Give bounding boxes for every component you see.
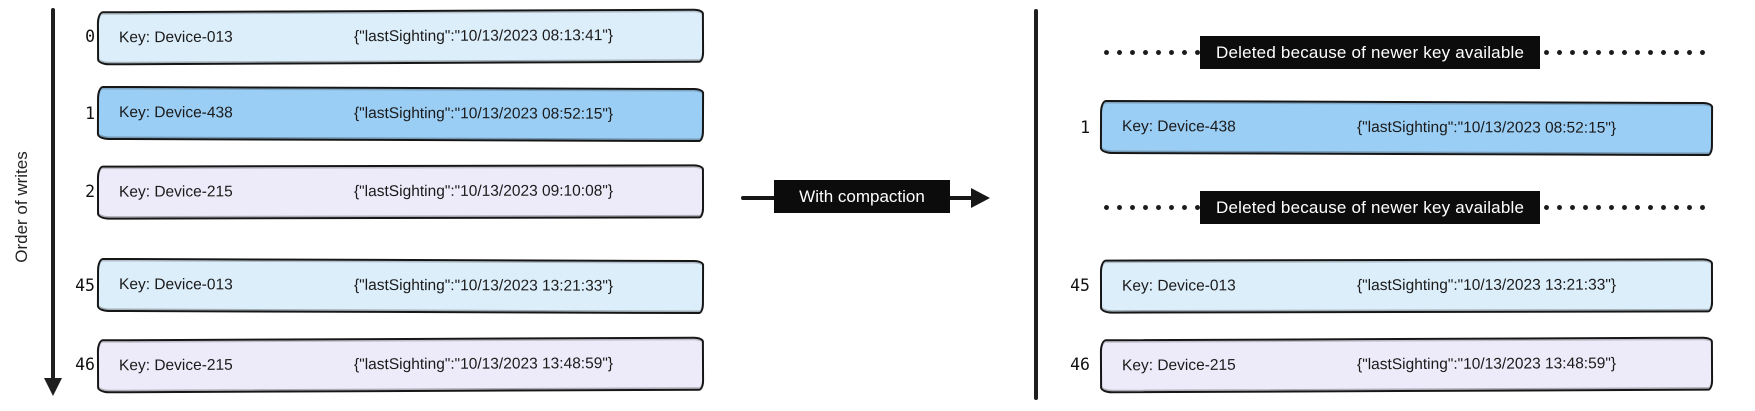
record-value: {"lastSighting":"10/13/2023 13:21:33"} [353, 276, 614, 295]
record-key: Key: Device-215 [118, 183, 233, 201]
record-key: Key: Device-013 [118, 276, 233, 294]
record-value: {"lastSighting":"10/13/2023 13:48:59"} [1356, 355, 1617, 374]
record-key: Key: Device-215 [118, 356, 233, 375]
record-index: 0 [85, 27, 95, 46]
record-key: Key: Device-438 [1121, 118, 1236, 136]
compacted-axis-line [1034, 9, 1038, 400]
log-record-row: Key: Device-013 {"lastSighting":"10/13/2… [96, 257, 705, 315]
record-value: {"lastSighting":"10/13/2023 08:52:15"} [353, 104, 614, 123]
record-key: Key: Device-215 [1121, 356, 1236, 375]
log-record-row: Key: Device-215 {"lastSighting":"10/13/2… [1099, 336, 1714, 394]
record-index: 2 [85, 182, 95, 201]
record-index: 45 [75, 276, 95, 295]
record-key: Key: Device-013 [118, 28, 233, 47]
record-index: 46 [75, 355, 95, 374]
record-index: 1 [1080, 118, 1090, 137]
order-axis-arrowhead-icon [44, 378, 62, 396]
log-record-row: Key: Device-013 {"lastSighting":"10/13/2… [1099, 258, 1714, 314]
record-value: {"lastSighting":"10/13/2023 08:52:15"} [1356, 118, 1617, 137]
compaction-arrowhead-icon [971, 188, 990, 208]
dotted-line-left [1100, 50, 1200, 55]
record-index: 45 [1070, 276, 1090, 295]
record-value: {"lastSighting":"10/13/2023 08:13:41"} [353, 27, 614, 46]
deleted-notice: Deleted because of newer key available [1100, 191, 1710, 224]
deleted-notice: Deleted because of newer key available [1100, 36, 1710, 69]
deleted-notice-label: Deleted because of newer key available [1200, 36, 1541, 69]
order-of-writes-label: Order of writes [12, 151, 31, 263]
order-axis-line [51, 8, 55, 380]
dotted-line-right [1540, 205, 1710, 210]
dotted-line-right [1540, 50, 1710, 55]
log-record-row: Key: Device-013 {"lastSighting":"10/13/2… [96, 8, 705, 66]
record-key: Key: Device-013 [1121, 277, 1236, 295]
log-record-row: Key: Device-215 {"lastSighting":"10/13/2… [96, 164, 705, 220]
log-record-row: Key: Device-438 {"lastSighting":"10/13/2… [1099, 99, 1714, 157]
record-value: {"lastSighting":"10/13/2023 13:21:33"} [1356, 276, 1617, 295]
dotted-line-left [1100, 205, 1200, 210]
log-record-row: Key: Device-215 {"lastSighting":"10/13/2… [96, 336, 705, 394]
record-index: 1 [85, 104, 95, 123]
record-key: Key: Device-438 [118, 104, 233, 122]
record-index: 46 [1070, 355, 1090, 374]
record-value: {"lastSighting":"10/13/2023 09:10:08"} [353, 182, 614, 201]
deleted-notice-label: Deleted because of newer key available [1200, 191, 1541, 224]
record-value: {"lastSighting":"10/13/2023 13:48:59"} [353, 355, 614, 374]
log-record-row: Key: Device-438 {"lastSighting":"10/13/2… [96, 85, 705, 143]
compaction-arrow-label: With compaction [774, 180, 950, 213]
